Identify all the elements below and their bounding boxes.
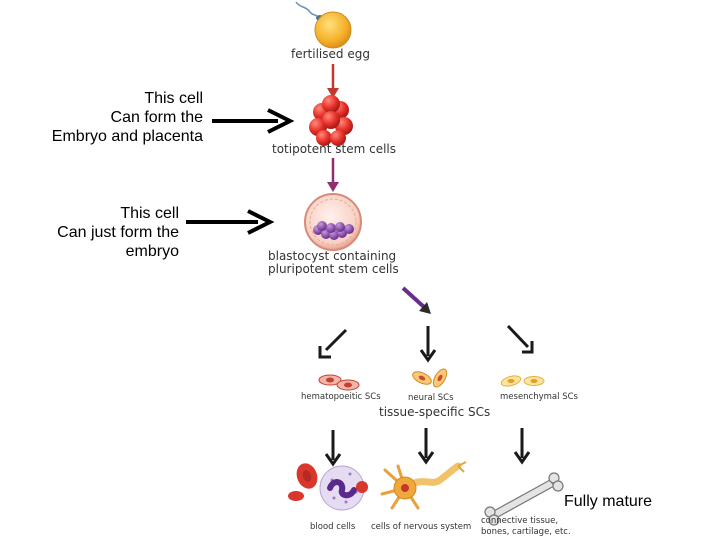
hematopoietic-label: hematopoeitic SCs (301, 392, 381, 402)
pluripotent-note-line-2: Can just form the (57, 224, 179, 241)
arrow-pluripotent-note (186, 209, 275, 235)
pluripotent-note-line-3: embryo (125, 243, 179, 260)
totipotent-note-line-2: Can form the (110, 109, 203, 126)
connective-label-line-1: connective tissue, (481, 516, 559, 526)
mesenchymal-sc-icon (500, 375, 545, 387)
blastocyst-icon (304, 193, 362, 251)
arrow-to-blood-cells (324, 430, 342, 467)
blood-cells-icon (288, 463, 368, 511)
totipotent-note: This cell Can form the Embryo and placen… (3, 89, 203, 146)
mesenchymal-label: mesenchymal SCs (500, 392, 578, 402)
totipotent-note-line-3: Embryo and placenta (51, 128, 203, 145)
arrow-totipotent-to-blastocyst (327, 158, 339, 192)
egg-label: fertilised egg (291, 47, 370, 61)
totipotent-note-line-1: This cell (144, 90, 203, 107)
fertilised-egg-icon (314, 11, 352, 49)
tissue-specific-label: tissue-specific SCs (379, 405, 491, 419)
arrow-totipotent-note (212, 108, 295, 134)
pluripotent-note: This cell Can just form the embryo (4, 204, 179, 261)
connective-tissue-icon (484, 472, 564, 526)
hematopoietic-sc-icon (318, 374, 360, 391)
arrow-to-mesenchymal (506, 324, 534, 354)
neural-sc-icon (412, 368, 448, 388)
totipotent-cells-icon (309, 95, 353, 146)
blood-cells-label: blood cells (310, 522, 356, 532)
pluripotent-note-line-1: This cell (120, 205, 179, 222)
mature-note: Fully mature (564, 493, 653, 510)
neural-label: neural SCs (408, 393, 454, 403)
totipotent-label: totipotent stem cells (272, 142, 397, 156)
arrow-to-connective-tissue (513, 428, 531, 465)
arrow-egg-to-totipotent (327, 64, 339, 98)
blastocyst-label-line-1: blastocyst containing (268, 249, 397, 263)
arrow-blastocyst-to-tissue (401, 286, 431, 314)
blastocyst-label-line-2: pluripotent stem cells (268, 262, 399, 276)
nerve-cell-icon (380, 461, 467, 510)
connective-label-line-2: bones, cartilage, etc. (481, 527, 571, 537)
arrow-to-neural (419, 326, 437, 363)
nervous-cells-label: cells of nervous system (371, 522, 472, 532)
blastocyst-label: blastocyst containing pluripotent stem c… (268, 250, 399, 276)
connective-tissue-label: connective tissue, bones, cartilage, etc… (481, 516, 571, 538)
arrow-to-hematopoietic (318, 328, 348, 359)
arrow-to-nervous-cells (417, 428, 435, 465)
